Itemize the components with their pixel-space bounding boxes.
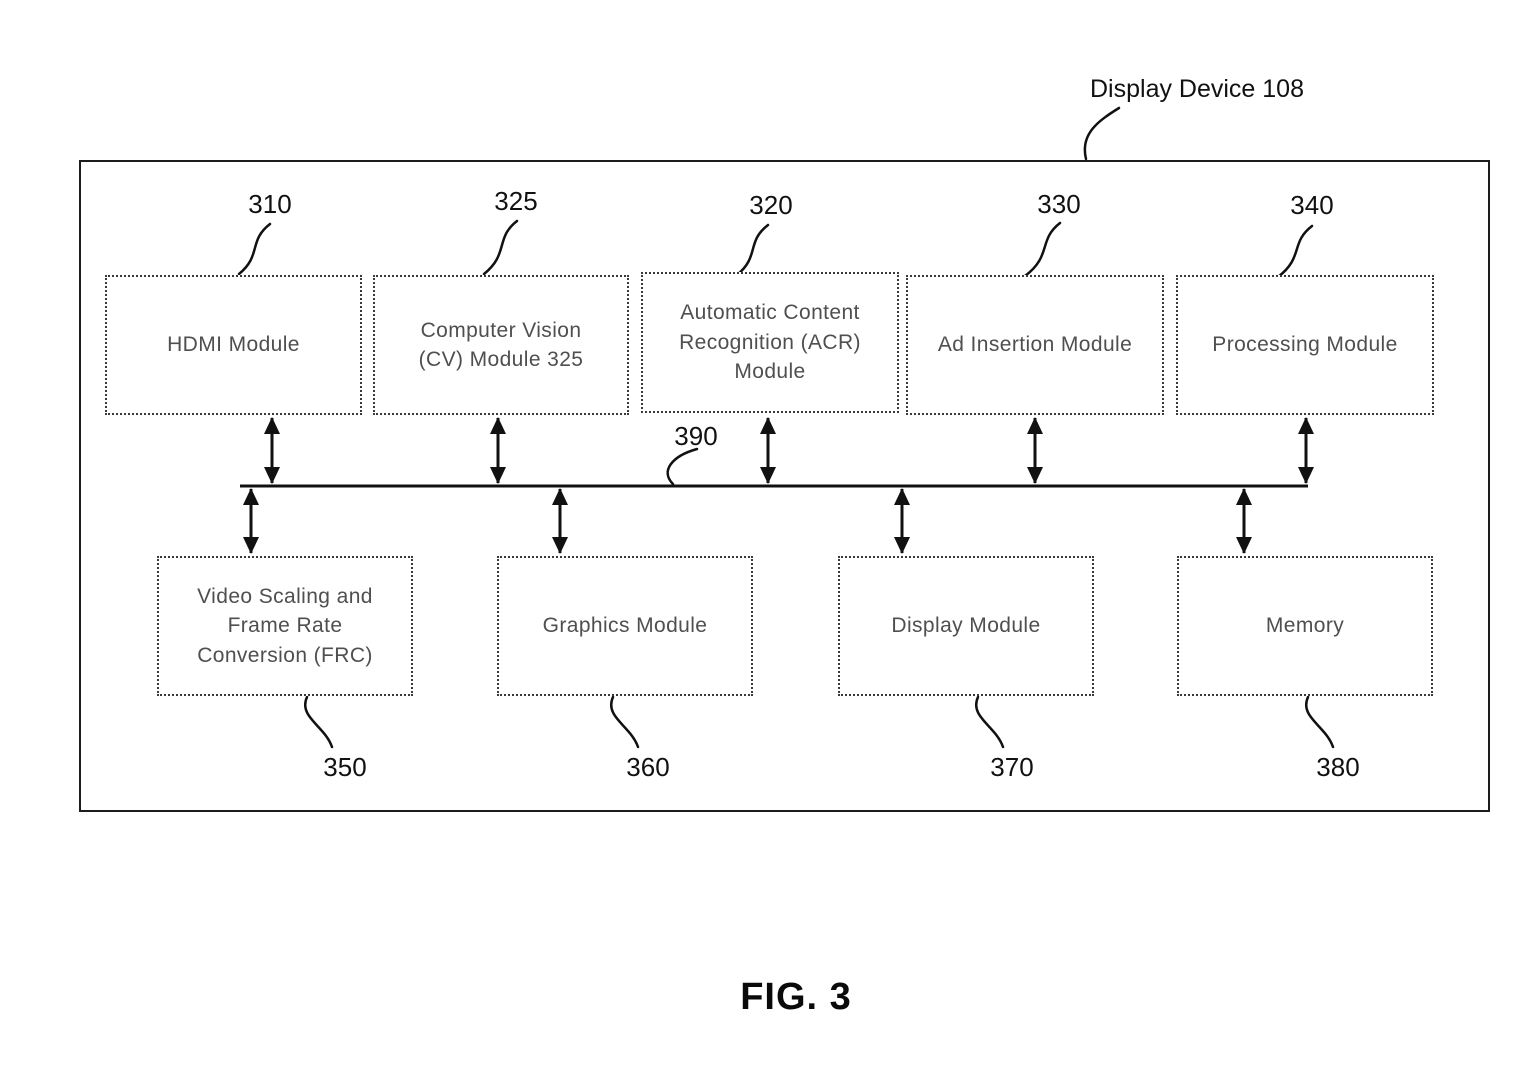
- bus-ref-label-390: 390: [674, 421, 718, 451]
- module-label-acr: Automatic Content Recognition (ACR) Modu…: [679, 301, 861, 384]
- ref-label-340: 340: [1290, 190, 1334, 220]
- fig-caption: FIG. 3: [740, 976, 852, 1018]
- module-box-video-scaling: Video Scaling and Frame Rate Conversion …: [157, 556, 413, 696]
- module-box-memory: Memory: [1177, 556, 1433, 696]
- ref-label-380: 380: [1316, 752, 1360, 782]
- leader-370: [975, 695, 1005, 749]
- module-label-hdmi: HDMI Module: [167, 333, 300, 357]
- module-box-computer-vision: Computer Vision (CV) Module 325: [373, 275, 629, 415]
- ref-label-330: 330: [1037, 189, 1081, 219]
- leader-330: [1023, 221, 1062, 278]
- leader-320: [735, 223, 770, 277]
- leader-380: [1305, 695, 1335, 749]
- module-label-display: Display Module: [891, 614, 1041, 638]
- module-box-display: Display Module: [838, 556, 1094, 696]
- ref-label-320: 320: [749, 190, 793, 220]
- ref-label-325: 325: [494, 186, 538, 216]
- leader-340: [1276, 224, 1314, 279]
- ref-label-310: 310: [248, 189, 292, 219]
- module-label-graphics: Graphics Module: [542, 614, 708, 638]
- ref-label-350: 350: [323, 752, 367, 782]
- module-label-memory: Memory: [1265, 614, 1345, 638]
- module-box-acr: Automatic Content Recognition (ACR) Modu…: [641, 272, 899, 413]
- module-box-hdmi: HDMI Module: [105, 275, 362, 415]
- module-label-video-scaling: Video Scaling and Frame Rate Conversion …: [197, 584, 373, 667]
- leader-310: [237, 222, 272, 276]
- module-box-processing: Processing Module: [1176, 275, 1434, 415]
- module-box-ad-insertion: Ad Insertion Module: [906, 275, 1164, 415]
- ref-label-360: 360: [626, 752, 670, 782]
- leader-390: [666, 447, 699, 486]
- ref-label-370: 370: [990, 752, 1034, 782]
- leader-360: [610, 695, 640, 749]
- module-box-graphics: Graphics Module: [497, 556, 753, 696]
- display-device-boundary: [79, 160, 1490, 812]
- module-label-ad-insertion: Ad Insertion Module: [937, 333, 1133, 357]
- device-label: Display Device 108: [1090, 75, 1304, 103]
- module-label-computer-vision: Computer Vision (CV) Module 325: [418, 318, 584, 371]
- leader-display-device: [1083, 106, 1121, 161]
- leader-350: [304, 695, 334, 749]
- module-label-processing: Processing Module: [1212, 333, 1398, 357]
- leader-325: [482, 219, 519, 276]
